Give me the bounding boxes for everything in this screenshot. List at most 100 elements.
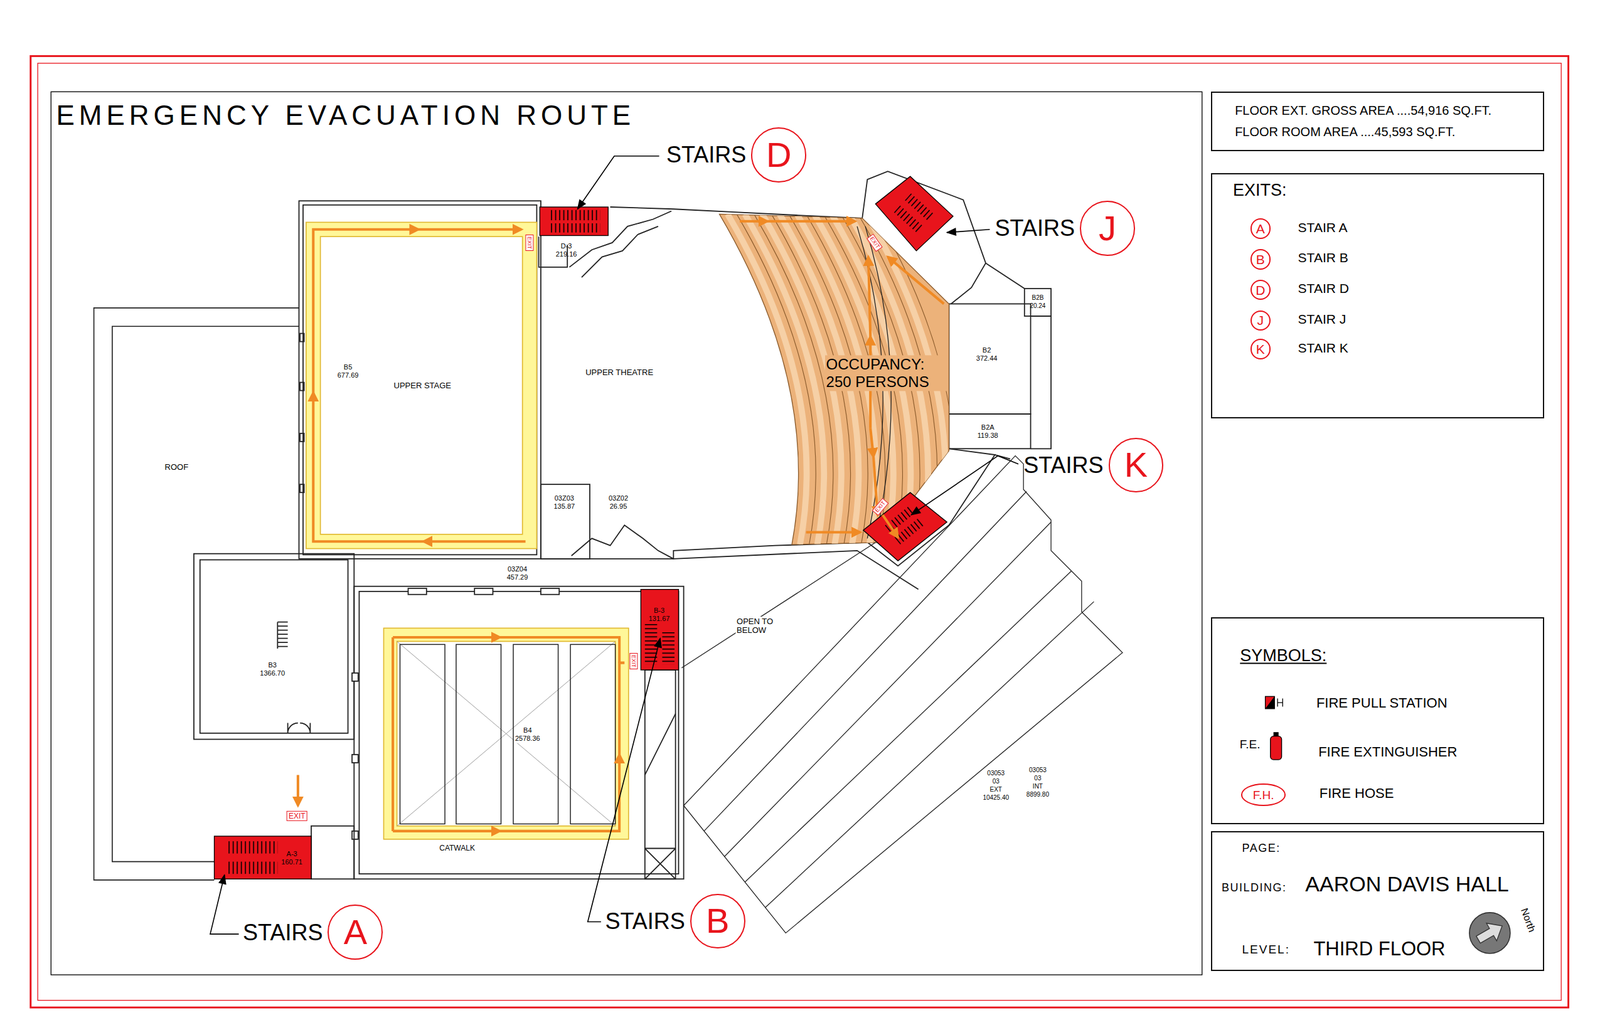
room-label: EXT <box>990 786 1003 794</box>
room-walls <box>352 673 359 682</box>
callout-leader <box>587 638 661 923</box>
seating-area <box>727 213 955 545</box>
room-walls <box>352 831 359 840</box>
room-label: D-3 <box>560 242 573 251</box>
stair-well <box>214 176 954 880</box>
room-walls <box>1030 316 1052 449</box>
room-label: INT <box>1032 783 1043 791</box>
legend-row: FIRE EXTINGUISHER <box>1318 744 1457 761</box>
room-label: B3 <box>267 661 277 670</box>
room-label: 1366.70 <box>259 669 285 678</box>
panel-text: FLOOR ROOM AREA ....45,593 SQ.FT. <box>1234 124 1456 140</box>
legend-text: STAIR B <box>1298 250 1349 266</box>
badge-text: F.H. <box>1253 789 1275 802</box>
room-label: 03Z03 <box>554 493 575 502</box>
legend-text: FIRE PULL STATION <box>1316 695 1448 712</box>
stage-house <box>383 628 629 840</box>
room-walls <box>474 588 493 595</box>
exit-sign: EXIT <box>286 811 308 822</box>
callout-circle: B <box>690 894 746 950</box>
seating-area <box>727 213 807 545</box>
extinguisher-icon <box>1270 732 1282 760</box>
evacuation-route <box>806 531 861 534</box>
legend-row: STAIR D <box>1298 281 1350 297</box>
legend-row: STAIR B <box>1298 250 1349 266</box>
exit-sign: EXIT <box>629 653 639 670</box>
exit-sign: EXIT <box>525 234 534 251</box>
room-walls <box>408 588 427 595</box>
grand-stair <box>683 456 1123 934</box>
evacuation-route <box>296 774 300 806</box>
stair-well <box>875 176 954 251</box>
extinguisher-icon <box>1270 736 1282 760</box>
stage-route-band <box>306 222 538 549</box>
callout-leader <box>946 229 990 233</box>
callout-word: STAIRS <box>1023 453 1104 479</box>
page-frame <box>37 63 1562 1001</box>
room-label: 26.95 <box>609 501 628 511</box>
roof-outline <box>94 308 300 881</box>
room-label: A-3 <box>286 850 298 859</box>
legend-row: STAIR K <box>1298 340 1349 356</box>
room-walls <box>311 826 354 880</box>
room-label: OPEN TO BELOW <box>735 616 785 637</box>
stair-well <box>539 207 608 236</box>
stair-well <box>661 632 675 666</box>
room-walls <box>299 333 305 342</box>
stair-well <box>214 836 312 880</box>
fire-pull-icon <box>1265 696 1284 710</box>
legend-text: STAIR J <box>1298 311 1347 327</box>
room-label: 03053 <box>986 769 1005 778</box>
hose-symbol: F.H. <box>1241 783 1287 807</box>
room-walls <box>299 433 305 442</box>
room-walls <box>299 484 305 493</box>
evacuation-route <box>392 636 501 639</box>
callout-circle: K <box>1108 437 1164 494</box>
exit-badge: B <box>1250 249 1272 270</box>
room-label: UPPER THEATRE <box>585 367 654 378</box>
fire-pull-icon <box>1265 696 1275 710</box>
exit-badge: J <box>1250 310 1272 332</box>
room-walls <box>985 262 1025 289</box>
room-walls <box>540 588 560 595</box>
stair-callout: STAIRSB <box>604 894 745 950</box>
legend-text: FIRE EXTINGUISHER <box>1318 744 1457 761</box>
panel-text: AARON DAVIS HALL <box>1305 872 1509 898</box>
legend-text: STAIR D <box>1298 281 1350 297</box>
room-walls <box>1024 288 1051 317</box>
evacuation-route <box>739 220 768 223</box>
legend-text: FIRE HOSE <box>1319 785 1395 802</box>
stair-well <box>894 205 923 234</box>
room-label: 119.38 <box>977 431 999 440</box>
grand-stair <box>681 542 876 669</box>
callout-letter: J <box>1098 210 1117 246</box>
legend-row: FIRE PULL STATION <box>1316 695 1448 712</box>
callout-leader <box>911 456 1019 516</box>
callout-word: STAIRS <box>242 920 323 946</box>
callout-leader <box>210 156 1019 935</box>
stair-well <box>549 223 600 233</box>
room-label: 160.71 <box>281 858 303 867</box>
stair-well <box>894 193 934 233</box>
room-walls <box>193 171 1051 880</box>
callout-leader <box>577 156 659 210</box>
callout-letter: B <box>705 904 730 940</box>
seating-area <box>719 213 955 545</box>
room-walls <box>303 205 537 556</box>
page-frame <box>30 55 1569 1008</box>
panel-text: FLOOR EXT. GROSS AREA ....54,916 SQ.FT. <box>1234 103 1492 118</box>
badge-text: B <box>1256 252 1265 267</box>
panel-text: BUILDING: <box>1221 881 1287 895</box>
room-walls <box>353 586 684 880</box>
north-arrow <box>1473 917 1508 949</box>
panel-text: LEVEL: <box>1242 943 1291 958</box>
room-label: 10425.40 <box>982 794 1009 802</box>
evacuation-route <box>391 637 395 832</box>
room-walls <box>298 200 541 560</box>
exit-sign: EXIT <box>866 234 883 253</box>
callout-circle: D <box>751 127 807 183</box>
callout-word: STAIRS <box>995 215 1075 241</box>
seating-area <box>754 213 834 545</box>
badge-text: J <box>1257 313 1265 327</box>
